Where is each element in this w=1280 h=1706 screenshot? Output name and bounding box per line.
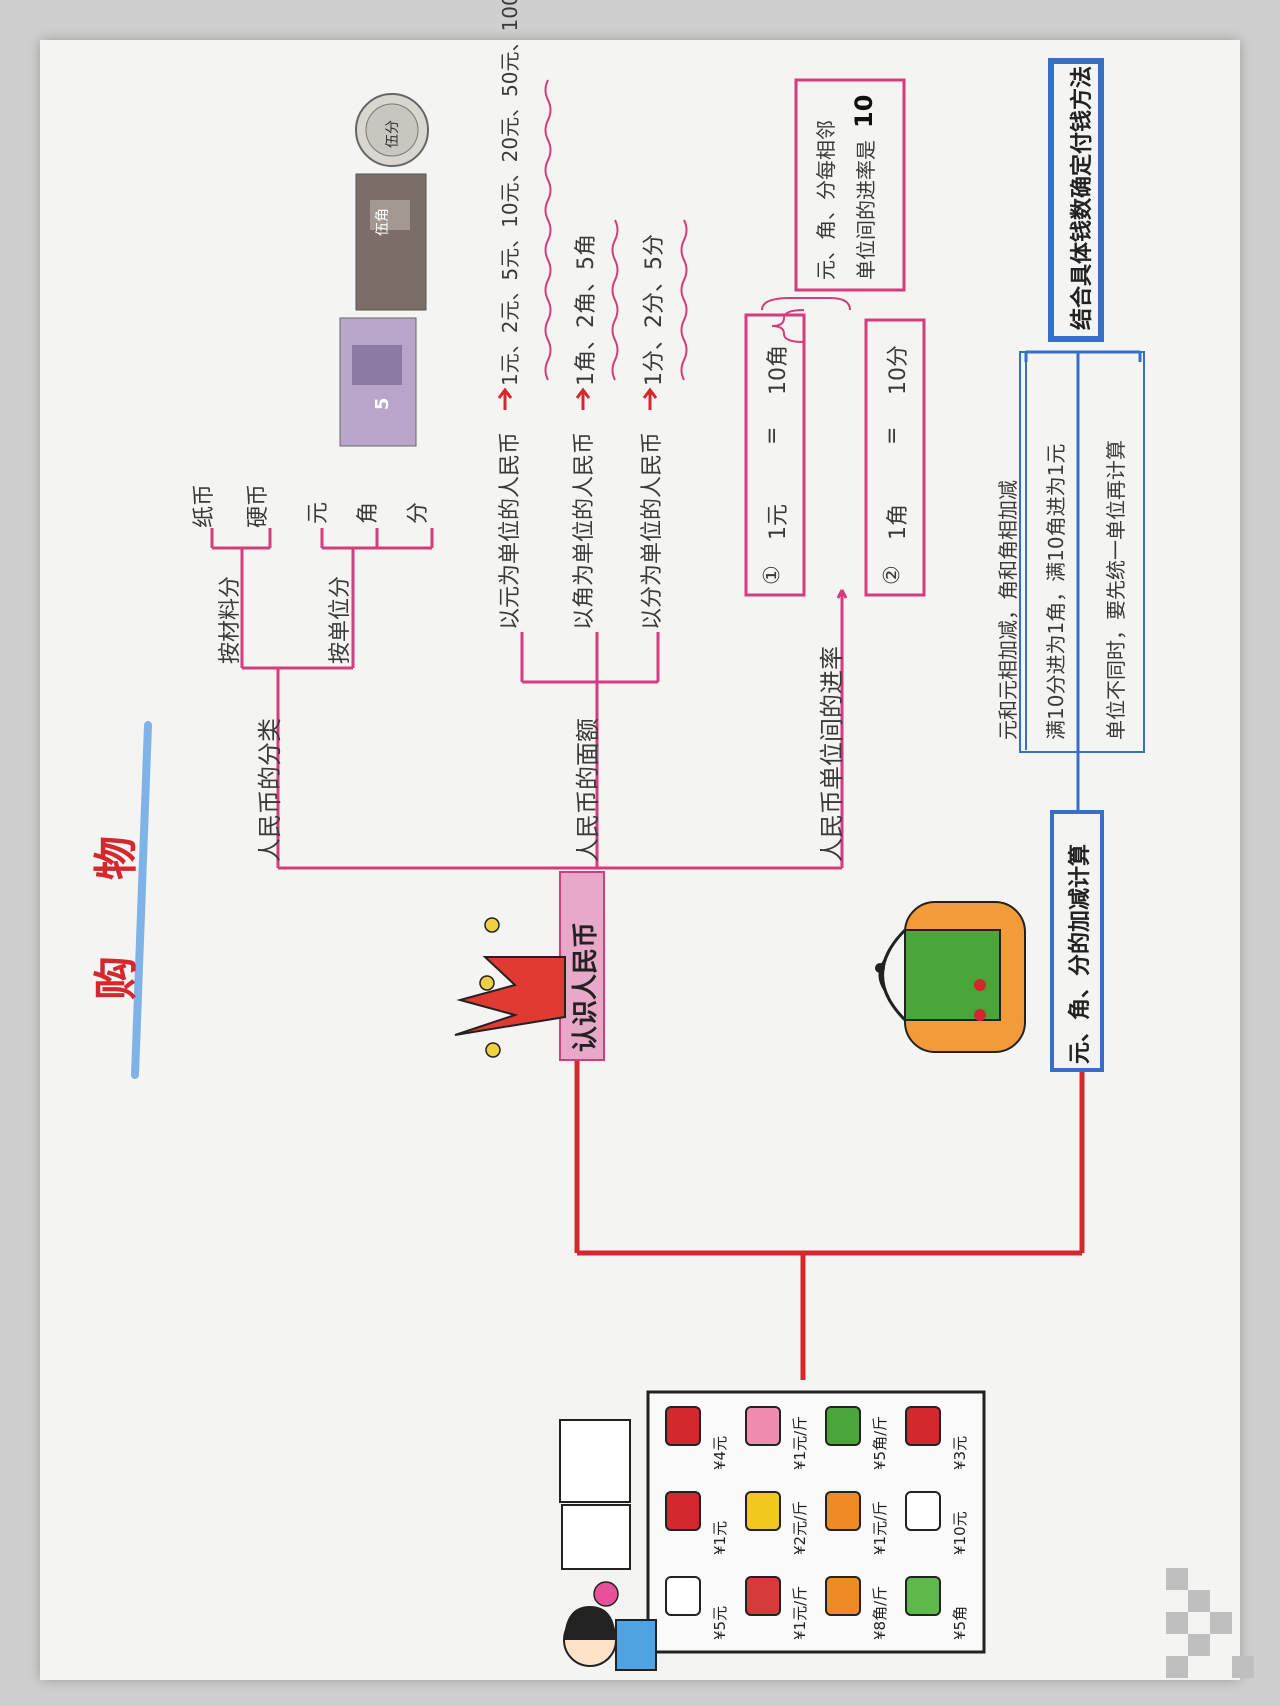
wavy-jiao: [611, 219, 619, 381]
crown-drawing: [454, 917, 566, 1058]
rate-box-1: [744, 313, 806, 597]
rate-box1-right: 10角: [766, 345, 791, 395]
shop-item-milk-icon: [665, 1576, 701, 1616]
shop-item-book-icon: [905, 1491, 941, 1531]
rate-box2-left: 1角: [886, 504, 911, 540]
coin-5-fen: 伍分: [385, 120, 401, 148]
denom-row-fen-label: 以分为单位的人民币: [640, 431, 665, 630]
by-material-label: 按材料分: [218, 575, 243, 664]
calc-box-inner: [1054, 814, 1100, 1068]
branch-rate-label: 人民币单位间的进率: [818, 646, 846, 862]
title-char-gou: 购: [91, 956, 142, 1000]
calc-rule-1: 元和元相加减，角和角相加减: [996, 480, 1020, 740]
arrow-fen: [642, 387, 658, 410]
denom-row-fen-values: 1分、2分、5分: [642, 234, 667, 386]
shop-item-watermelon-icon: [745, 1576, 781, 1616]
shop-item-price: ¥1元/斤: [791, 1415, 809, 1470]
shop-item-banana-icon: [745, 1491, 781, 1531]
calc-rule-3: 单位不同时，要先统一单位再计算: [1104, 440, 1128, 740]
rate-box1-left: 1元: [766, 504, 791, 540]
rate-box1-num: ①: [760, 565, 785, 585]
rate-note-line2: 单位间的进率是: [854, 140, 878, 280]
shop-item-price: ¥2元/斤: [791, 1500, 809, 1555]
shop-item-price: ¥8角/斤: [871, 1585, 889, 1640]
rate-box2-eq: =: [880, 426, 905, 445]
shop-item-peach-icon: [745, 1406, 781, 1446]
by-unit-label: 按单位分: [328, 575, 353, 664]
title-underline: [131, 721, 152, 1079]
rate-box-2: [864, 318, 926, 597]
rate-note-box: [794, 78, 906, 292]
title-char-wu: 物: [91, 836, 142, 880]
denom-row-yuan-values: 1元、2元、5元、10元、20元、50元、100元: [498, 0, 522, 386]
shop-item-price: ¥1元: [711, 1520, 729, 1555]
practice-box-inner: [1054, 64, 1098, 336]
shop-item-price: ¥1元/斤: [791, 1585, 809, 1640]
shop-item-price: ¥5角/斤: [871, 1415, 889, 1470]
material-paper: 纸币: [192, 483, 217, 528]
money-pictures: [339, 93, 429, 447]
shop-item-price: ¥5角: [951, 1605, 969, 1640]
calc-rule-box: [1019, 351, 1145, 753]
paper-sheet: [40, 40, 1240, 1680]
rate-brace: [771, 309, 805, 343]
denom-row-jiao-values: 1角、2角、5角: [574, 234, 599, 386]
practice-label: 结合具体钱数确定付钱方法: [1070, 65, 1095, 330]
wavy-fen: [680, 219, 688, 381]
arrow-jiao: [575, 387, 591, 410]
rate-note-value: 10: [850, 94, 878, 128]
denom-row-jiao-label: 以角为单位的人民币: [572, 431, 597, 630]
shop-item-price: ¥1元/斤: [871, 1500, 889, 1555]
branch-classify-label: 人民币的分类: [256, 718, 284, 862]
arrow-yuan: [497, 387, 513, 410]
banknote-5-yuan: 5: [372, 397, 393, 410]
material-bracket: [210, 528, 272, 550]
rate-box2-num: ②: [880, 565, 905, 585]
hub-label: 认识人民币: [571, 921, 601, 1052]
unit-bracket: [320, 528, 434, 550]
kid-drawing: [563, 1606, 657, 1671]
material-coin: 硬币: [246, 483, 271, 528]
basket-drawing: [875, 901, 1026, 1053]
pixel-blocks: [1166, 1568, 1254, 1678]
shop-item-gum-icon: [905, 1576, 941, 1616]
wavy-yuan: [544, 79, 552, 381]
shop-item-carrot-icon: [825, 1576, 861, 1616]
shop-item-price: ¥4元: [711, 1435, 729, 1470]
rate-note-line1: 元、角、分每相邻: [814, 120, 838, 280]
rate-curly: [761, 297, 851, 311]
branch-denomination-label: 人民币的面额: [574, 718, 602, 862]
rate-box2-right: 10分: [886, 345, 911, 395]
rate-arrow: [836, 589, 848, 600]
register-drawing: [559, 1419, 631, 1607]
shop-item-pen-icon: [905, 1406, 941, 1446]
shop-item-price: ¥3元: [951, 1435, 969, 1470]
shop-item-lettuce-icon: [825, 1406, 861, 1446]
shop-item-can-icon: [665, 1491, 701, 1531]
denom-row-yuan-label: 以元为单位的人民币: [498, 431, 523, 630]
calc-rule-2: 满10分进为1角，满10角进为1元: [1044, 443, 1068, 740]
shop-item-jar-icon: [665, 1406, 701, 1446]
unit-jiao: 角: [356, 501, 381, 524]
unit-yuan: 元: [306, 501, 331, 524]
calc-label: 元、角、分的加减计算: [1068, 843, 1093, 1064]
rate-box1-eq: =: [760, 426, 785, 445]
shop-item-oranges-icon: [825, 1491, 861, 1531]
shop-item-price: ¥10元: [951, 1511, 969, 1555]
shop-item-price: ¥5元: [711, 1605, 729, 1640]
unit-fen: 分: [406, 501, 431, 524]
banknote-5-jiao: 伍角: [375, 208, 391, 236]
